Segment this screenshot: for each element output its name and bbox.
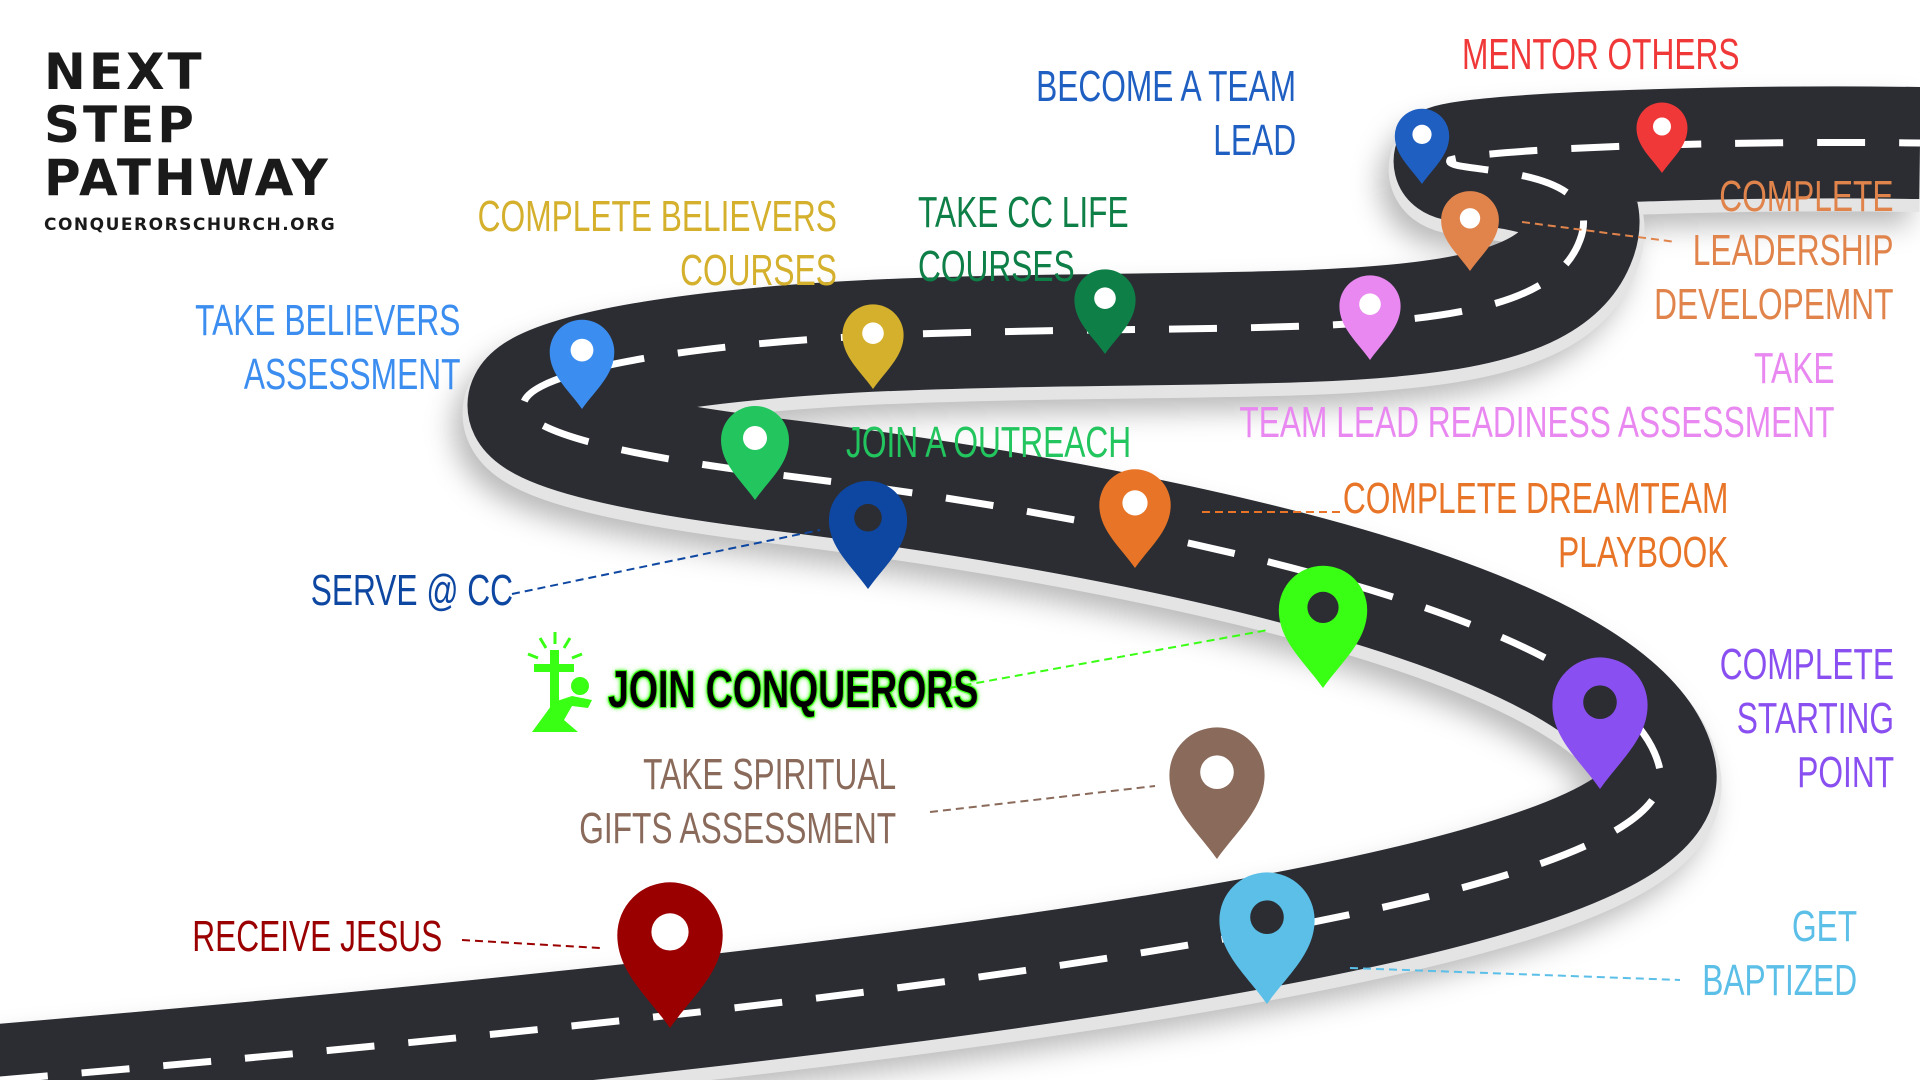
conquerors-cross-figure-icon — [527, 632, 592, 732]
label-serve: SERVE @ CC — [310, 566, 513, 615]
label-join-conquerors: JOIN CONQUERORS — [608, 661, 979, 719]
leader-line-get-baptized — [1349, 967, 1681, 981]
map-pin-icon-cc-life — [1074, 269, 1136, 354]
label-mentor: MENTOR OTHERS — [1462, 30, 1740, 79]
road — [0, 86, 1920, 1080]
leader-line-spiritual-gifts — [929, 785, 1156, 813]
title-block: NEXT STEP PATHWAY CONQUERORSCHURCH.ORG — [44, 43, 337, 236]
leader-line-join-conquerors — [937, 629, 1269, 691]
title-line-3: PATHWAY — [44, 149, 331, 207]
map-pin-icon-outreach — [721, 406, 789, 500]
map-pin-icon-believers-courses — [842, 304, 904, 389]
map-pin-icon-serve — [828, 480, 908, 589]
leader-line-receive-jesus — [461, 939, 601, 949]
label-receive-jesus: RECEIVE JESUS — [192, 912, 442, 961]
map-pin-icon-mentor — [1636, 102, 1688, 173]
website-link[interactable]: CONQUERORSCHURCH.ORG — [44, 215, 337, 235]
map-pin-icon-leadership-development — [1441, 191, 1499, 271]
map-pin-icon-dreamteam — [1099, 469, 1171, 568]
map-pin-icon-team-lead-readiness — [1339, 275, 1401, 360]
title-line-2: STEP — [44, 96, 197, 154]
map-pin-icon-believers-assessment — [549, 319, 615, 409]
title-line-1: NEXT — [44, 43, 205, 101]
map-pin-icon-join-conquerors — [1278, 565, 1368, 688]
map-pin-icon-team-lead — [1394, 108, 1450, 184]
map-pin-icon-receive-jesus — [617, 882, 723, 1028]
map-pin-icon-starting-point — [1552, 657, 1648, 789]
leader-line-serve — [511, 529, 821, 595]
label-outreach: JOIN A OUTREACH — [846, 418, 1132, 467]
map-pin-icon-get-baptized — [1219, 872, 1315, 1004]
map-pin-icon-spiritual-gifts — [1169, 727, 1265, 859]
